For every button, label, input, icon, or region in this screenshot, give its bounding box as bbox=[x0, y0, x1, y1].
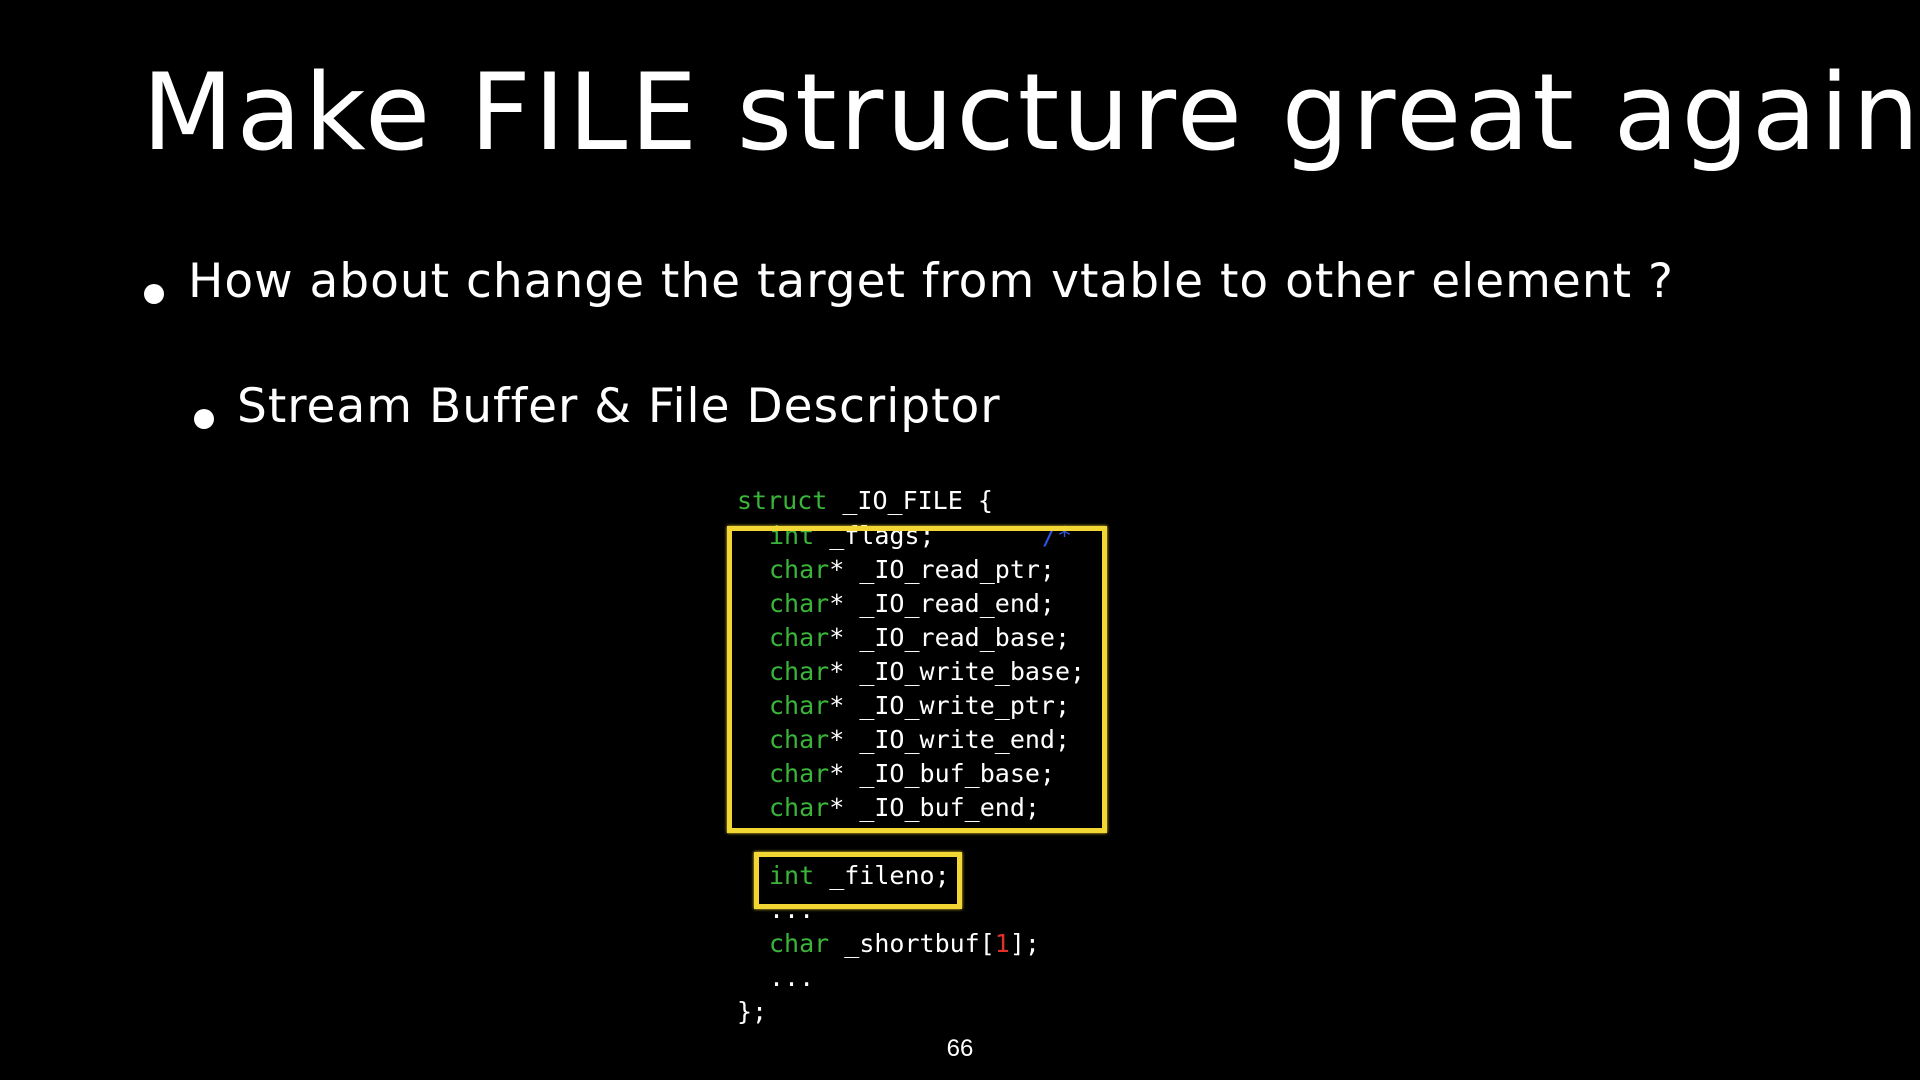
code-text: * _IO_write_ptr; bbox=[829, 691, 1071, 720]
bullet-item-1: How about change the target from vtable … bbox=[144, 252, 1674, 312]
code-snippet: struct _IO_FILE { int _flags; /* char* _… bbox=[727, 484, 1107, 1040]
code-text: _flags; bbox=[814, 521, 935, 550]
code-keyword: char bbox=[769, 929, 830, 958]
code-line-flags: int _flags; bbox=[769, 519, 935, 553]
code-keyword: char bbox=[769, 657, 830, 686]
sub-bullet-text-1: Stream Buffer & File Descriptor bbox=[237, 379, 1001, 434]
code-text: }; bbox=[737, 997, 768, 1026]
highlight-box-buffer-fields bbox=[727, 526, 1107, 833]
code-line-closing: }; bbox=[737, 995, 767, 1029]
code-text: * _IO_read_ptr; bbox=[829, 555, 1055, 584]
code-text: * _IO_write_end; bbox=[829, 725, 1071, 754]
code-keyword: struct bbox=[737, 486, 828, 515]
code-line-buf-base: char* _IO_buf_base; bbox=[769, 757, 1055, 791]
code-number: 1 bbox=[994, 929, 1010, 958]
bullet-dot-icon bbox=[194, 409, 214, 429]
code-text: * _IO_read_end; bbox=[829, 589, 1055, 618]
code-line-buf-end: char* _IO_buf_end; bbox=[769, 791, 1040, 825]
code-line-ellipsis-2: ... bbox=[769, 961, 814, 995]
code-text: * _IO_buf_end; bbox=[829, 793, 1040, 822]
code-keyword: char bbox=[769, 555, 830, 584]
code-keyword: char bbox=[769, 691, 830, 720]
page-number: 66 bbox=[946, 1035, 974, 1062]
bullet-text-1: How about change the target from vtable … bbox=[188, 254, 1674, 309]
bullet-dot-icon bbox=[144, 284, 164, 304]
code-line-read-ptr: char* _IO_read_ptr; bbox=[769, 553, 1055, 587]
slide-title: Make FILE structure great again bbox=[142, 51, 1920, 174]
code-text: ]; bbox=[1009, 929, 1040, 958]
code-text: * _IO_read_base; bbox=[829, 623, 1071, 652]
code-keyword: int bbox=[769, 861, 815, 890]
code-keyword: char bbox=[769, 725, 830, 754]
code-text: _fileno; bbox=[814, 861, 950, 890]
code-line-write-base: char* _IO_write_base; bbox=[769, 655, 1085, 689]
code-text: * _IO_write_base; bbox=[829, 657, 1086, 686]
code-line-read-base: char* _IO_read_base; bbox=[769, 621, 1070, 655]
code-text: ... bbox=[769, 963, 815, 992]
code-comment: /* bbox=[1042, 519, 1087, 553]
code-text: ... bbox=[769, 895, 815, 924]
code-line-write-end: char* _IO_write_end; bbox=[769, 723, 1070, 757]
sub-bullet-item-1: Stream Buffer & File Descriptor bbox=[194, 377, 1001, 437]
code-keyword: char bbox=[769, 589, 830, 618]
code-line-read-end: char* _IO_read_end; bbox=[769, 587, 1055, 621]
code-keyword: char bbox=[769, 623, 830, 652]
code-comment-text: /* bbox=[1042, 521, 1088, 550]
code-keyword: int bbox=[769, 521, 815, 550]
code-text: _shortbuf[ bbox=[829, 929, 995, 958]
code-line-ellipsis-1: ... bbox=[769, 893, 814, 927]
code-keyword: char bbox=[769, 793, 830, 822]
code-keyword: char bbox=[769, 759, 830, 788]
code-line-shortbuf: char _shortbuf[1]; bbox=[769, 927, 1040, 961]
code-text: * _IO_buf_base; bbox=[829, 759, 1055, 788]
highlight-box-fileno bbox=[754, 852, 962, 909]
code-line-write-ptr: char* _IO_write_ptr; bbox=[769, 689, 1070, 723]
code-line-struct-head: struct _IO_FILE { bbox=[737, 484, 993, 518]
code-line-fileno: int _fileno; bbox=[769, 859, 950, 893]
code-text: _IO_FILE { bbox=[827, 486, 993, 515]
